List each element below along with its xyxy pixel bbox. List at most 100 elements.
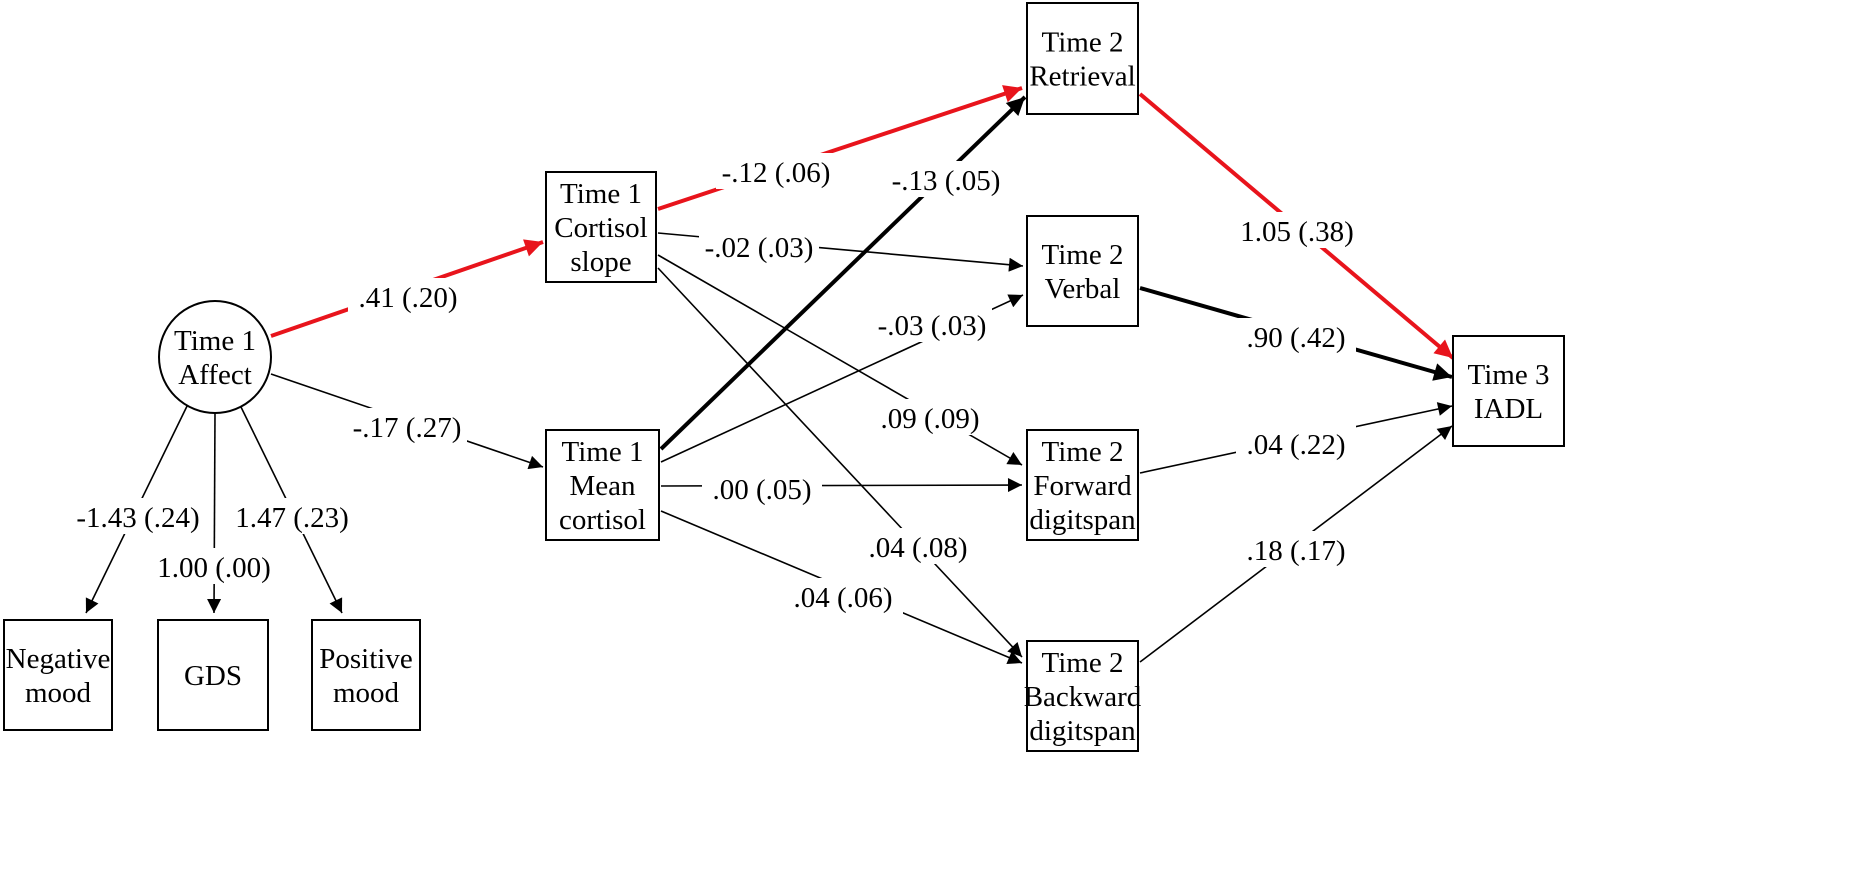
nodes-layer: Time 1AffectNegativemoodGDSPositivemoodT… [3, 2, 1565, 752]
edge-label-mean-forward: .00 (.05) [712, 474, 811, 506]
edge-backward-iadl: .18 (.17) [1139, 425, 1453, 663]
edge-label-bg [78, 498, 198, 534]
node-label-slope-0: Time 1 [560, 178, 642, 210]
edge-affect-slope: .41 (.20) [270, 239, 544, 338]
node-shape-iadl [1452, 335, 1565, 447]
edge-label-bg [1236, 531, 1356, 567]
node-label-retrieval-0: Time 2 [1042, 27, 1124, 59]
edge-label-bg [699, 228, 819, 264]
node-label-slope-2: slope [570, 246, 631, 278]
edge-label-bg [154, 548, 274, 584]
node-shape-forward [1026, 429, 1139, 541]
edge-slope-forward: .09 (.09) [657, 254, 1023, 466]
edge-affect-negative: -1.43 (.24) [76, 399, 200, 614]
edge-line-mean-retrieval [659, 95, 1027, 451]
node-shape-affect [158, 300, 272, 414]
node-shape-verbal [1026, 215, 1139, 327]
edge-label-retrieval-iadl: 1.05 (.38) [1240, 216, 1354, 248]
edge-affect-gds: 1.00 (.00) [154, 412, 274, 614]
edge-label-bg [783, 578, 903, 614]
edge-label-bg [348, 278, 468, 314]
node-label-backward-1: Backward [1024, 681, 1142, 713]
node-label-retrieval-1: Retrieval [1029, 61, 1135, 93]
edge-label-slope-backward: .04 (.08) [868, 532, 967, 564]
node-shape-gds [157, 619, 269, 731]
edge-label-bg [1236, 318, 1356, 354]
edge-label-bg [858, 528, 978, 564]
edge-label-slope-retrieval: -.12 (.06) [722, 157, 831, 189]
edge-slope-verbal: -.02 (.03) [657, 228, 1024, 272]
edge-label-affect-slope: .41 (.20) [358, 282, 457, 314]
edge-slope-retrieval: -.12 (.06) [657, 85, 1023, 211]
edge-label-slope-verbal: -.02 (.03) [705, 232, 814, 264]
node-label-verbal-0: Time 2 [1042, 239, 1124, 271]
node-label-backward-0: Time 2 [1042, 647, 1124, 679]
node-label-negative-1: mood [25, 677, 92, 709]
node-label-gds-0: GDS [184, 660, 242, 692]
edge-label-mean-backward: .04 (.06) [793, 582, 892, 614]
edge-mean-forward: .00 (.05) [660, 470, 1023, 506]
edge-mean-retrieval: -.13 (.05) [659, 95, 1027, 451]
node-gds: GDS [157, 619, 269, 731]
node-shape-positive [311, 619, 421, 731]
node-label-positive-1: mood [333, 677, 400, 709]
edge-line-slope-backward [657, 267, 1023, 658]
edge-label-bg [347, 408, 467, 444]
edge-label-bg [870, 399, 990, 435]
node-label-backward-2: digitspan [1029, 715, 1136, 747]
node-label-verbal-1: Verbal [1045, 273, 1121, 305]
edge-label-backward-iadl: .18 (.17) [1246, 535, 1345, 567]
node-label-mean-2: cortisol [559, 504, 646, 536]
edge-affect-mean: -.17 (.27) [270, 373, 544, 470]
edge-label-bg [702, 470, 822, 506]
node-label-negative-0: Negative [6, 643, 111, 675]
edge-label-bg [716, 153, 836, 189]
node-label-forward-1: Forward [1033, 470, 1132, 502]
edge-label-affect-positive: 1.47 (.23) [235, 502, 349, 534]
node-shape-backward [1026, 640, 1139, 752]
edge-label-bg [232, 498, 352, 534]
node-shape-retrieval [1026, 2, 1139, 115]
node-label-mean-1: Mean [569, 470, 636, 502]
edge-label-verbal-iadl: .90 (.42) [1246, 322, 1345, 354]
edge-verbal-iadl: .90 (.42) [1139, 286, 1453, 381]
edge-label-slope-forward: .09 (.09) [880, 403, 979, 435]
edge-label-forward-iadl: .04 (.22) [1246, 429, 1345, 461]
node-label-iadl-1: IADL [1474, 393, 1543, 425]
edge-label-affect-gds: 1.00 (.00) [157, 552, 271, 584]
edge-affect-positive: 1.47 (.23) [232, 404, 352, 614]
edge-label-bg [886, 161, 1006, 197]
edge-label-mean-retrieval: -.13 (.05) [892, 165, 1001, 197]
node-label-iadl-0: Time 3 [1468, 359, 1550, 391]
edges-layer: -1.43 (.24) 1.00 (.00) 1.47 (.23) .41 (.20)… [76, 85, 1455, 665]
node-label-mean-0: Time 1 [562, 436, 644, 468]
node-shape-slope [545, 171, 657, 283]
edge-label-affect-mean: -.17 (.27) [353, 412, 462, 444]
edge-slope-backward: .04 (.08) [657, 267, 1023, 658]
edge-retrieval-iadl: 1.05 (.38) [1138, 92, 1455, 360]
edge-mean-backward: .04 (.06) [660, 510, 1023, 665]
node-label-positive-0: Positive [319, 643, 412, 675]
node-label-forward-2: digitspan [1029, 504, 1136, 536]
node-label-affect-0: Time 1 [174, 325, 256, 357]
edge-label-bg [872, 306, 992, 342]
node-shape-negative [3, 619, 113, 731]
edge-label-bg [1237, 212, 1357, 248]
node-label-affect-1: Affect [178, 359, 252, 391]
edge-label-affect-negative: -1.43 (.24) [76, 502, 199, 534]
node-label-slope-1: Cortisol [554, 212, 647, 244]
edge-mean-verbal: -.03 (.03) [660, 294, 1024, 463]
edge-label-bg [1236, 425, 1356, 461]
edge-label-mean-verbal: -.03 (.03) [878, 310, 987, 342]
node-shape-mean [545, 429, 660, 541]
